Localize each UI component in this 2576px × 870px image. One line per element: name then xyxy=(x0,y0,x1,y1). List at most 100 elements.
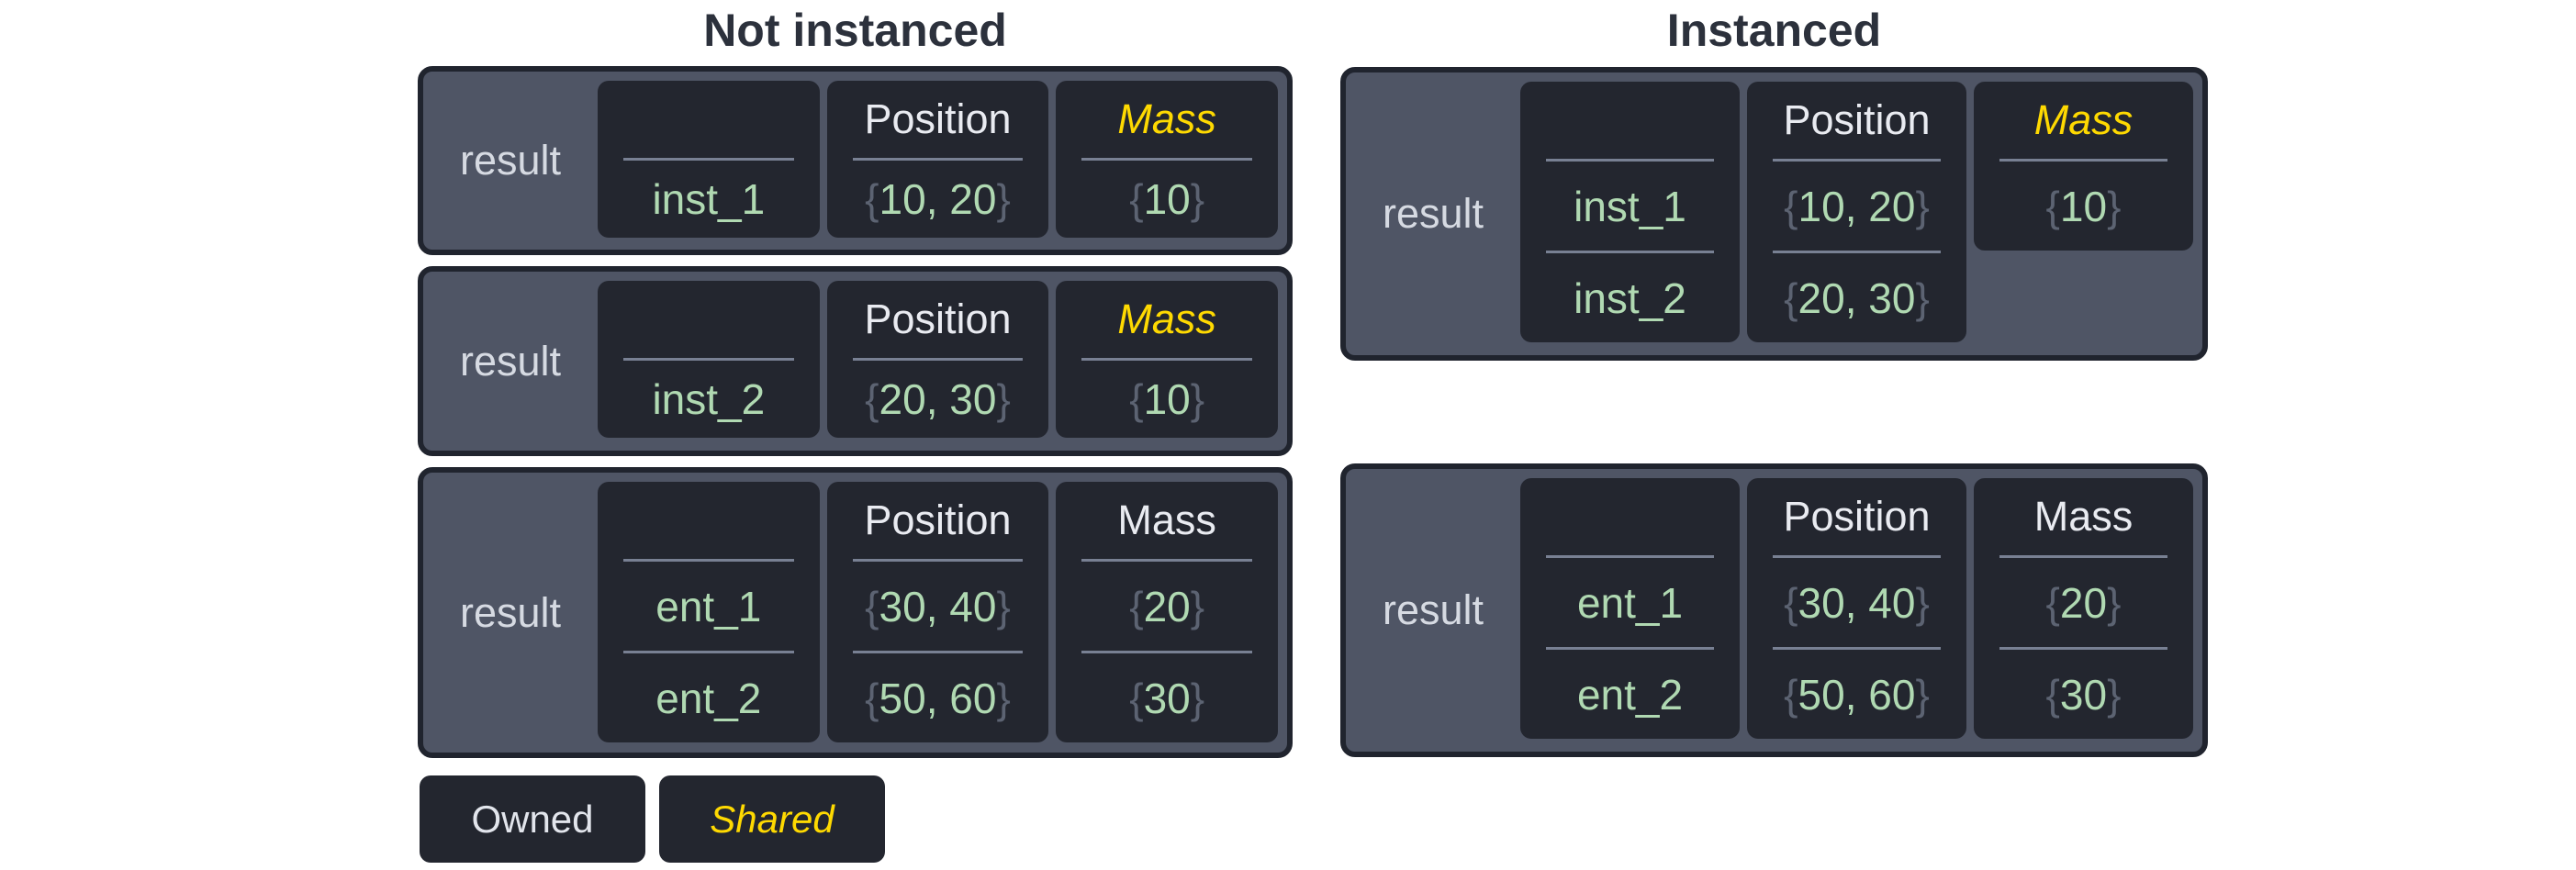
value-cell: {30, 40} xyxy=(1747,558,1966,647)
value-cell: {50, 60} xyxy=(827,653,1049,742)
legend-shared-label: Shared xyxy=(710,797,834,841)
row-separator xyxy=(1773,647,1941,650)
value-cell: ent_2 xyxy=(598,653,820,742)
value-text: 20, 30 xyxy=(879,375,997,423)
open-brace: { xyxy=(2045,182,2060,230)
row-separator xyxy=(1546,555,1714,558)
close-brace: } xyxy=(1915,273,1930,322)
value-cell: ent_1 xyxy=(1520,558,1740,647)
column-header-position: Position xyxy=(1783,96,1931,143)
result-label: result xyxy=(459,137,562,184)
open-brace: { xyxy=(1784,670,1798,719)
row-separator xyxy=(852,358,1024,361)
column-cell-position: Position{30, 40}{50, 60} xyxy=(1747,478,1966,739)
result-table-slot: result inst_1 inst_2 Position {10, 20}{20, 3… xyxy=(1340,67,2208,361)
row-separator xyxy=(623,158,794,161)
entity-name: inst_1 xyxy=(652,175,766,223)
row-separator xyxy=(852,559,1024,562)
section-title-instanced: Instanced xyxy=(1666,5,1882,56)
result-table: result inst_1 inst_2 Position {10, 20}{20, 3… xyxy=(1340,67,2208,361)
column-cell-position: Position {10, 20}{20, 30} xyxy=(1747,82,1966,342)
value-text: 30, 40 xyxy=(879,582,997,630)
value-cell: {50, 60} xyxy=(1747,650,1966,739)
row-separator xyxy=(1773,251,1941,253)
close-brace: } xyxy=(1190,175,1205,223)
column-cell-entity: inst_2 xyxy=(598,281,820,438)
row-separator xyxy=(1546,159,1714,162)
column-header-entity xyxy=(598,482,820,559)
value-text: 10, 20 xyxy=(879,175,997,223)
close-brace: } xyxy=(2107,578,2122,627)
value-cell: {10, 20} xyxy=(1747,162,1966,251)
close-brace: } xyxy=(996,674,1011,722)
entity-name: ent_1 xyxy=(1576,578,1684,627)
value-cell: {30} xyxy=(1974,650,2193,739)
column-cell-position: Position{30, 40}{50, 60} xyxy=(826,482,1049,742)
value-cell: {30, 40} xyxy=(827,562,1049,651)
result-label: result xyxy=(1382,190,1484,237)
open-brace: { xyxy=(2045,578,2060,627)
column-cell-mass: Mass{10} xyxy=(1056,81,1279,238)
value-cell: {10, 20} xyxy=(827,161,1049,238)
column-header-mass: Mass xyxy=(1117,496,1216,543)
open-brace: { xyxy=(1129,674,1144,722)
row-separator xyxy=(1999,647,2167,650)
value-cell: inst_1 xyxy=(598,161,820,238)
open-brace: { xyxy=(1784,578,1798,627)
open-brace: { xyxy=(1784,182,1798,230)
column-cell-mass: Mass{20}{30} xyxy=(1056,482,1279,742)
row-separator xyxy=(1546,647,1714,650)
row-separator xyxy=(1546,251,1714,253)
legend-shared: Shared xyxy=(659,775,885,863)
entity-name: ent_2 xyxy=(1576,670,1684,719)
result-label: result xyxy=(459,588,562,636)
value-cell: inst_2 xyxy=(1520,253,1740,342)
column-cell-mass: Mass{20}{30} xyxy=(1974,478,2193,739)
column-cell-mass: Mass{10} xyxy=(1056,281,1279,438)
value-cell: inst_1 xyxy=(1520,162,1740,251)
value-cell: {20} xyxy=(1974,558,2193,647)
result-label: result xyxy=(459,337,562,385)
section-instanced: Instanced result inst_1 inst_2 Position {10,… xyxy=(1340,0,2208,870)
column-header-entity xyxy=(598,281,820,358)
column-cell-entity: inst_1 inst_2 xyxy=(1520,82,1740,342)
legend-owned: Owned xyxy=(420,775,645,863)
row-separator xyxy=(1773,555,1941,558)
row-separator xyxy=(1081,158,1253,161)
value-text: 10 xyxy=(1143,375,1191,423)
column-header-mass: Mass xyxy=(1117,95,1216,142)
close-brace: } xyxy=(2107,670,2122,719)
row-separator xyxy=(623,651,794,653)
column-header-entity xyxy=(1520,82,1740,159)
entity-name: inst_1 xyxy=(1574,182,1686,230)
row-separator xyxy=(852,651,1024,653)
close-brace: } xyxy=(1915,578,1930,627)
row-separator xyxy=(1081,651,1253,653)
value-cell: {20, 30} xyxy=(827,361,1049,438)
column-header-entity xyxy=(598,81,820,158)
close-brace: } xyxy=(1915,182,1930,230)
value-text: 50, 60 xyxy=(1798,670,1916,719)
row-separator xyxy=(623,559,794,562)
open-brace: { xyxy=(865,582,879,630)
value-text: 10 xyxy=(1143,175,1191,223)
row-separator xyxy=(1081,559,1253,562)
column-cell-position: Position{10, 20} xyxy=(826,81,1049,238)
close-brace: } xyxy=(1190,582,1205,630)
value-text: 30, 40 xyxy=(1798,578,1916,627)
column-header-entity xyxy=(1520,478,1740,555)
value-cell: {20, 30} xyxy=(1747,253,1966,342)
row-separator xyxy=(852,158,1024,161)
legend: Owned Shared xyxy=(420,775,885,863)
columns-row: inst_1 Position{10, 20}Mass{10} xyxy=(598,81,1279,240)
value-cell: ent_1 xyxy=(598,562,820,651)
open-brace: { xyxy=(865,375,879,423)
close-brace: } xyxy=(1915,670,1930,719)
